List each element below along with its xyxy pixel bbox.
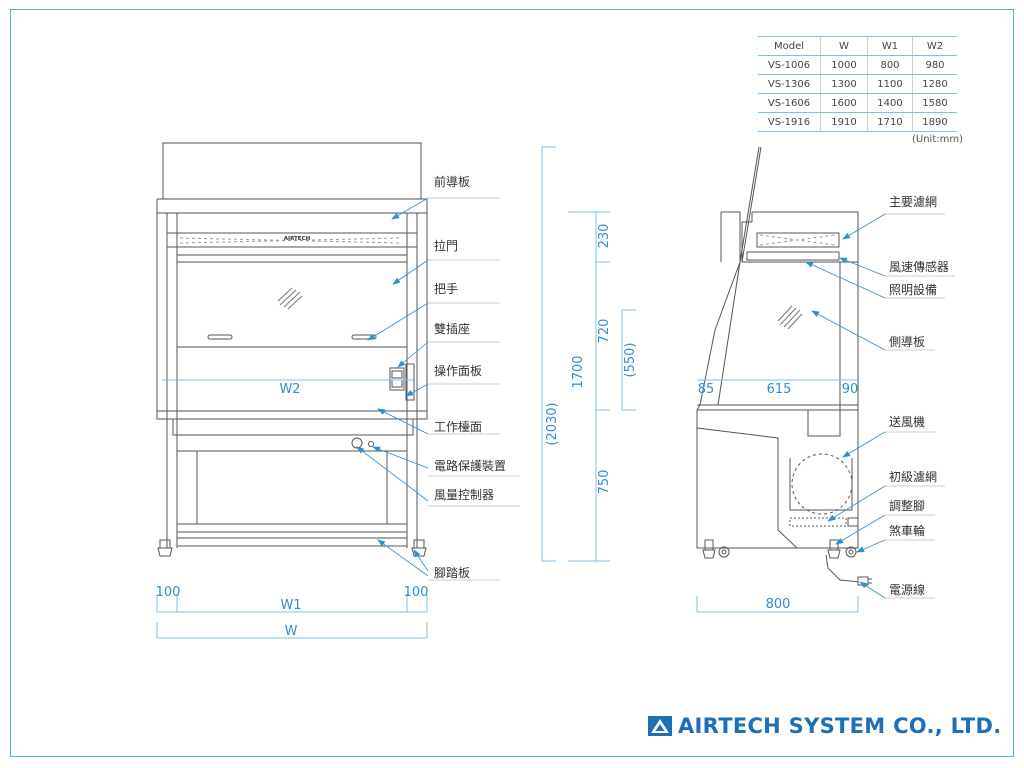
table-cell: 1000 — [820, 55, 868, 75]
table-row: VS-1006 1000 800 980 — [758, 55, 957, 75]
dim-w1: W1 — [280, 598, 301, 613]
height-dims — [541, 146, 636, 562]
label-airflow-sensor: 風速傳感器 — [889, 259, 949, 274]
dim-top-height: 230 — [597, 224, 612, 249]
table-row: VS-1916 1910 1710 1890 — [758, 112, 957, 132]
table-row: VS-1606 1600 1400 1580 — [758, 93, 957, 113]
dual-outlet — [389, 367, 405, 391]
dim-front-depth: 85 — [698, 382, 715, 397]
circuit-breaker-knob — [351, 437, 363, 449]
caster-front — [718, 546, 730, 558]
label-circuit-protector: 電路保護裝置 — [434, 458, 506, 473]
table-row: VS-1306 1300 1100 1280 — [758, 74, 957, 94]
table-cell: 1100 — [867, 74, 913, 94]
label-control-panel: 操作面板 — [434, 363, 482, 378]
side-label-underlines — [885, 213, 955, 599]
column-header: W — [820, 36, 868, 56]
dim-rear-depth: 90 — [842, 382, 859, 397]
model-spec-table: Model W W1 W2 VS-1006 1000 800 980 VS-13… — [758, 36, 957, 132]
table-cell: 1890 — [912, 112, 957, 132]
airtech-triangle-logo-icon — [648, 716, 672, 736]
dim-opening-inner: (550) — [623, 343, 638, 378]
table-cell: 800 — [867, 55, 913, 75]
front-view — [156, 142, 428, 557]
column-header: Model — [758, 36, 821, 56]
dim-lower-height: 750 — [597, 470, 612, 495]
label-lighting: 照明設備 — [889, 282, 937, 297]
side-lighting — [746, 251, 840, 261]
table-header-row: Model W W1 W2 — [758, 36, 957, 56]
cabinet-brand-plate: AIRTECH — [284, 236, 311, 242]
label-work-surface: 工作檯面 — [434, 420, 482, 434]
side-bottom-dim — [696, 596, 859, 613]
dim-total-height: (2030) — [545, 402, 560, 445]
front-label-underlines — [428, 197, 520, 581]
table-cell: VS-1306 — [758, 74, 821, 94]
side-view — [696, 146, 872, 586]
label-footrest: 腳踏板 — [434, 566, 470, 580]
dim-depth: 800 — [766, 597, 791, 612]
label-dual-outlet: 雙插座 — [434, 321, 470, 336]
top-exhaust-box — [162, 142, 422, 200]
table-cell: 980 — [912, 55, 957, 75]
light-bar — [166, 232, 418, 248]
dim-w2: W2 — [279, 382, 300, 397]
company-name: AIRTECH SYSTEM CO., LTD. — [678, 714, 1002, 738]
table-cell: 1280 — [912, 74, 957, 94]
dim-body-height: 1700 — [571, 355, 586, 388]
label-brake-caster: 煞車輪 — [889, 523, 925, 538]
label-blower: 送風機 — [889, 414, 925, 429]
sliding-sash — [176, 261, 408, 348]
label-leveling-foot: 調整腳 — [889, 498, 925, 513]
label-main-filter: 主要濾網 — [889, 194, 937, 209]
label-sliding-door: 拉門 — [434, 238, 458, 253]
sash-handle-right — [351, 334, 377, 340]
label-side-guide: 側導板 — [889, 335, 925, 349]
drawing-frame — [10, 9, 1014, 757]
table-cell: 1400 — [867, 93, 913, 113]
dim-work-depth: 615 — [767, 382, 792, 397]
dim-opening-height: 720 — [597, 319, 612, 344]
table-cell: VS-1916 — [758, 112, 821, 132]
company-brand: AIRTECH SYSTEM CO., LTD. — [648, 711, 1002, 741]
label-front-guide: 前導板 — [434, 174, 470, 189]
table-cell: 1710 — [867, 112, 913, 132]
table-cell: 1300 — [820, 74, 868, 94]
column-header: W2 — [912, 36, 957, 56]
work-surface — [172, 418, 414, 436]
sash-handle-left — [207, 334, 233, 340]
label-handle: 把手 — [434, 282, 458, 296]
label-power-cord: 電源線 — [889, 582, 925, 597]
control-panel — [405, 363, 415, 401]
column-header: W1 — [867, 36, 913, 56]
dim-w: W — [285, 624, 298, 639]
caster-rear — [845, 546, 857, 558]
power-cord — [825, 554, 861, 583]
table-cell: VS-1606 — [758, 93, 821, 113]
table-cell: 1580 — [912, 93, 957, 113]
front-width-dims — [156, 594, 428, 639]
side-main-filter — [756, 232, 840, 248]
table-cell: 1600 — [820, 93, 868, 113]
label-prefilter: 初級濾網 — [889, 469, 937, 484]
prefilter — [789, 517, 847, 527]
footrest — [176, 537, 408, 547]
dim-left-margin: 100 — [156, 585, 181, 600]
blower-icon — [791, 453, 853, 515]
unit-note: (Unit:mm) — [912, 134, 964, 145]
table-cell: VS-1006 — [758, 55, 821, 75]
table-cell: 1910 — [820, 112, 868, 132]
front-leaders — [356, 197, 429, 577]
dim-right-margin: 100 — [404, 585, 429, 600]
side-leaders — [805, 213, 886, 599]
label-airflow-control: 風量控制器 — [434, 488, 494, 502]
